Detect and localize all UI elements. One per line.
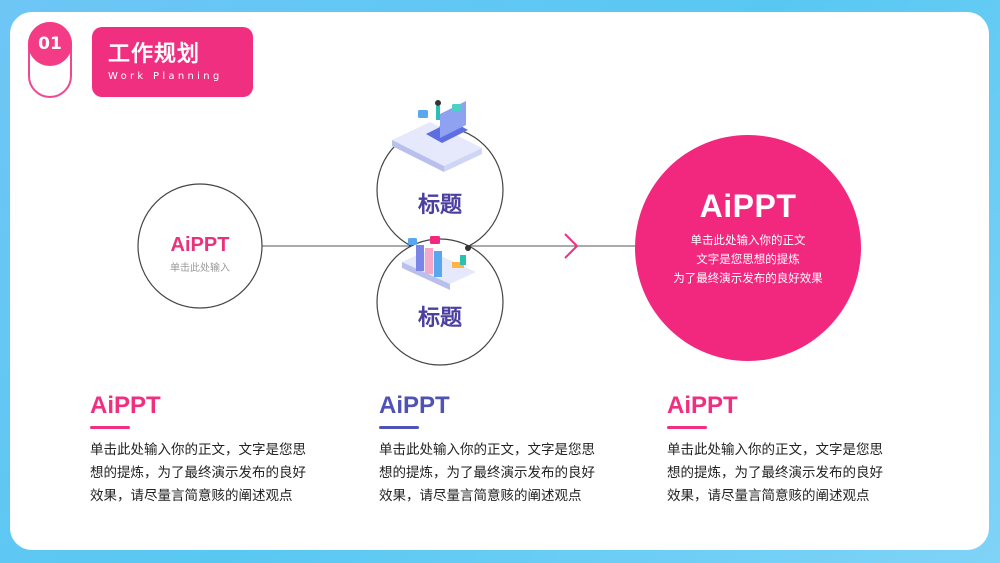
column-body-line: 想的提炼，为了最终演示发布的良好 bbox=[90, 465, 306, 481]
column-1: AiPPT 单击此处输入你的正文，文字是您思 想的提炼，为了最终演示发布的良好 … bbox=[90, 392, 340, 508]
big-circle-line: 为了最终演示发布的良好效果 bbox=[673, 271, 823, 285]
big-circle-title: AiPPT bbox=[699, 188, 797, 224]
column-body-line: 想的提炼，为了最终演示发布的良好 bbox=[667, 465, 883, 481]
left-circle-text: AiPPT 单击此处输入 bbox=[138, 234, 262, 274]
column-body-line: 单击此处输入你的正文，文字是您思 bbox=[667, 442, 883, 458]
column-3: AiPPT 单击此处输入你的正文，文字是您思 想的提炼，为了最终演示发布的良好 … bbox=[667, 392, 917, 508]
middle-top-title: 标题 bbox=[417, 193, 462, 218]
column-body-line: 效果，请尽量言简意赅的阐述观点 bbox=[379, 488, 582, 504]
left-circle-subtitle: 单击此处输入 bbox=[170, 263, 230, 274]
column-title: AiPPT bbox=[379, 392, 450, 419]
big-circle-line: 单击此处输入你的正文 bbox=[690, 233, 806, 247]
column-body-line: 单击此处输入你的正文，文字是您思 bbox=[379, 442, 595, 458]
column-body: 单击此处输入你的正文，文字是您思 想的提炼，为了最终演示发布的良好 效果，请尽量… bbox=[90, 439, 340, 508]
middle-bottom-title: 标题 bbox=[417, 306, 462, 331]
column-underline bbox=[667, 426, 707, 429]
column-title: AiPPT bbox=[90, 392, 161, 419]
section-number: 01 bbox=[38, 34, 62, 54]
big-circle-line: 文字是您思想的提炼 bbox=[696, 252, 800, 266]
left-circle-title: AiPPT bbox=[170, 234, 230, 256]
laptop-illustration-icon bbox=[392, 100, 482, 172]
number-badge: 01 bbox=[28, 22, 72, 66]
books-illustration-icon bbox=[402, 236, 476, 290]
column-body: 单击此处输入你的正文，文字是您思 想的提炼，为了最终演示发布的良好 效果，请尽量… bbox=[667, 439, 917, 508]
column-body-line: 效果，请尽量言简意赅的阐述观点 bbox=[90, 488, 293, 504]
column-body-line: 单击此处输入你的正文，文字是您思 bbox=[90, 442, 306, 458]
title-banner: 工作规划 Work Planning bbox=[92, 27, 253, 97]
page-subtitle: Work Planning bbox=[108, 71, 223, 82]
column-body-line: 想的提炼，为了最终演示发布的良好 bbox=[379, 465, 595, 481]
chevron-right-icon bbox=[564, 233, 579, 259]
column-2: AiPPT 单击此处输入你的正文，文字是您思 想的提炼，为了最终演示发布的良好 … bbox=[379, 392, 629, 508]
left-circle bbox=[137, 183, 263, 309]
column-title: AiPPT bbox=[667, 392, 738, 419]
column-body: 单击此处输入你的正文，文字是您思 想的提炼，为了最终演示发布的良好 效果，请尽量… bbox=[379, 439, 629, 508]
big-circle-text: AiPPT 单击此处输入你的正文 文字是您思想的提炼 为了最终演示发布的良好效果 bbox=[636, 188, 860, 288]
big-circle bbox=[635, 135, 861, 361]
column-underline bbox=[90, 426, 130, 429]
column-body-line: 效果，请尽量言简意赅的阐述观点 bbox=[667, 488, 870, 504]
column-underline bbox=[379, 426, 419, 429]
page-title: 工作规划 bbox=[108, 42, 201, 67]
